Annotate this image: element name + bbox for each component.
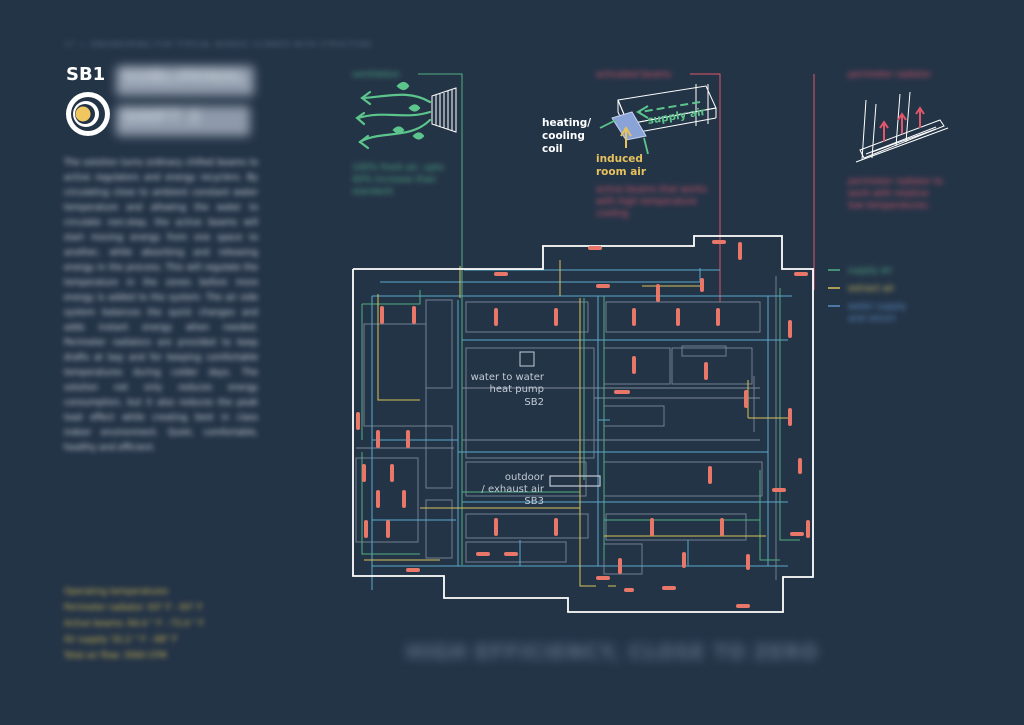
- activated-beams-desc-group: active beams that works with high temper…: [596, 185, 707, 219]
- op-temps-heading: Operating temperatures: [64, 587, 169, 597]
- operating-temperatures: Operating temperatures Perimeter radiato…: [64, 584, 264, 664]
- ventilation-callout: ventilation 100% fresh air, upto 40% inc…: [352, 70, 457, 197]
- legend-label-water-2: and return: [848, 314, 895, 324]
- induced-air-arrow: [620, 126, 632, 148]
- ventilation-title-group: ventilation: [352, 70, 400, 80]
- airflow-arrows-icon: [355, 81, 432, 150]
- heat-pump-label: water to water: [471, 372, 545, 383]
- perimeter-radiator-desc: low temperatures.: [848, 201, 930, 211]
- perimeter-radiator-icon: [855, 91, 949, 163]
- activated-beams-callout: activated beams heating/ cooling coil su…: [542, 70, 717, 219]
- water-pipes: [371, 268, 792, 590]
- legend: supply air extract air water supply and …: [828, 266, 907, 324]
- perimeter-radiator-desc: perimeter radiator to: [848, 177, 943, 187]
- op-temps-line: Air supply: 52.2 ° F - 68° F: [64, 635, 178, 645]
- perimeter-radiator-callout: perimeter radiator perimeter radiator to…: [848, 70, 949, 211]
- activated-beams-desc: active beams that works: [596, 185, 707, 195]
- induced-room-air-label: induced: [596, 153, 643, 165]
- ventilation-desc: standard.: [352, 187, 395, 197]
- legend-label-supply-air: supply air: [848, 266, 893, 276]
- ventilation-title: ventilation: [352, 70, 400, 80]
- heat-pump-unit: [519, 351, 535, 367]
- activated-beams-title: activated beams: [596, 70, 672, 80]
- supply-air-ducts: [361, 288, 800, 561]
- ventilation-desc: 100% fresh air, upto: [352, 163, 444, 173]
- exhaust-label: SB3: [524, 496, 544, 507]
- description-paragraph: The solution turns ordinary chilled beam…: [64, 158, 258, 453]
- perimeter-radiator-title: perimeter radiator: [848, 70, 931, 80]
- activated-beams-desc: with high temperature: [596, 197, 697, 207]
- op-temps-line: Perimeter radiator: 63° F - 93° F: [64, 603, 203, 613]
- project-title-line2: SHIFT 2: [116, 106, 250, 136]
- floor-plan: water to water heat pump SB2 outdoor / e…: [352, 235, 814, 613]
- interior-walls: [355, 276, 777, 580]
- project-title-line1: SUBLIMINAL: [116, 66, 254, 96]
- coil-air-arrows: [599, 119, 649, 155]
- ventilation-desc: 40% increase than: [352, 175, 436, 185]
- perimeter-radiator-desc-group: perimeter radiator to work with relative…: [848, 177, 943, 211]
- extract-air-ducts: [364, 260, 790, 587]
- callout-leaders: [418, 73, 815, 565]
- project-code: SB1: [66, 64, 106, 85]
- heat-pump-label: SB2: [524, 397, 544, 408]
- radiator-heat-arrows: [879, 106, 925, 142]
- footer-title: HIGH EFFICIENCY, CLOSE TO ZERO: [406, 640, 819, 664]
- exhaust-label: outdoor: [505, 472, 545, 483]
- exhaust-label: / exhaust air: [481, 484, 544, 495]
- supply-air-label: supply air: [647, 106, 708, 127]
- active-beams: [356, 242, 810, 574]
- legend-label-extract-air: extract air: [848, 284, 895, 294]
- active-beam-unit-icon: [611, 84, 717, 141]
- heat-pump-label: heat pump: [490, 384, 545, 395]
- supply-air-arrows: [636, 101, 701, 119]
- page-number: 17: [64, 40, 76, 49]
- exterior-wall: [352, 235, 814, 613]
- activated-beams-title-group: activated beams: [596, 70, 672, 80]
- ventilation-fan-icon: [431, 87, 457, 133]
- perimeter-radiators: [406, 240, 808, 608]
- project-logo-icon: [66, 92, 110, 136]
- op-temps-line: Total air flow: 3560 CFM: [64, 651, 167, 661]
- heating-cooling-coil-label: cooling: [542, 130, 585, 142]
- exhaust-unit: [549, 475, 601, 487]
- ventilation-desc-group: 100% fresh air, upto 40% increase than s…: [352, 163, 444, 197]
- perimeter-radiator-title-group: perimeter radiator: [848, 70, 931, 80]
- legend-label-water: water supply: [848, 302, 907, 312]
- page-header: 17 | ENGINEERING FOR TYPICAL NORDIC CLIM…: [64, 40, 373, 49]
- activated-beams-desc: cooling: [596, 209, 628, 219]
- heating-cooling-coil-label: coil: [542, 143, 563, 155]
- heating-cooling-coil-label: heating/: [542, 117, 591, 129]
- induced-room-air-label: room air: [596, 166, 647, 178]
- running-title: ENGINEERING FOR TYPICAL NORDIC CLIMATE W…: [90, 40, 373, 49]
- op-temps-line: Active beams: 64.4 ° F - 73.4 ° F: [64, 619, 205, 629]
- perimeter-radiator-desc: work with relative: [848, 189, 929, 199]
